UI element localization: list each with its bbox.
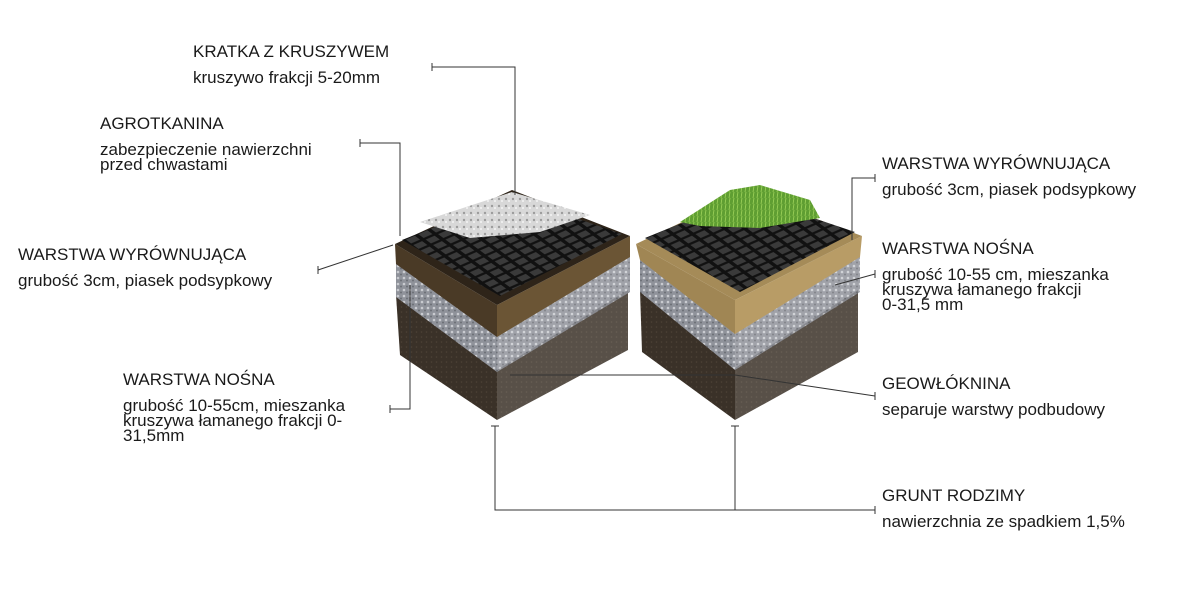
label-title: KRATKA Z KRUSZYWEM [193, 42, 390, 61]
leader-wyrownujaca-right [851, 177, 875, 240]
sand-right-face [497, 236, 630, 337]
label-desc: kruszywo frakcji 5-20mm [193, 68, 381, 87]
label-desc: nawierzchnia ze spadkiem 1,5% [882, 512, 1125, 531]
label-desc: grubość 3cm, piasek podsypkowy [882, 180, 1137, 199]
leader-nosna-right [834, 273, 876, 286]
leader-agrotkanina [360, 142, 401, 236]
label-title: GEOWŁÓKNINA [882, 374, 1011, 393]
label-nosna-right: WARSTWA NOŚNA grubość 10-55 cm, mieszank… [882, 239, 1109, 314]
leader-lines [317, 63, 876, 514]
aggregate-fill [420, 192, 590, 238]
label-nosna-left: WARSTWA NOŚNA grubość 10-55cm, mieszanka… [123, 370, 346, 445]
gravel-right-face [735, 255, 860, 370]
soil-left-face [640, 290, 735, 420]
sand-left-face [636, 244, 735, 334]
label-desc: zabezpieczenie nawierzchni przed chwasta… [100, 140, 312, 174]
soil-right-face [735, 290, 858, 420]
label-title: WARSTWA WYRÓWNUJĄCA [882, 154, 1111, 173]
sand-right-face [735, 236, 862, 334]
label-wyrownujaca-left: WARSTWA WYRÓWNUJĄCA grubość 3cm, piasek … [18, 245, 273, 290]
label-title: WARSTWA NOŚNA [882, 239, 1034, 258]
label-title: WARSTWA WYRÓWNUJĄCA [18, 245, 247, 264]
left-block-gravel-grid [395, 190, 630, 420]
leader-kratka [432, 66, 516, 195]
label-title: WARSTWA NOŚNA [123, 370, 275, 389]
label-kratka: KRATKA Z KRUSZYWEM kruszywo frakcji 5-20… [193, 42, 390, 87]
label-desc: separuje warstwy podbudowy [882, 400, 1106, 419]
label-wyrownujaca-right: WARSTWA WYRÓWNUJĄCA grubość 3cm, piasek … [882, 154, 1137, 199]
label-desc: grubość 10-55cm, mieszanka kruszywa łama… [123, 396, 346, 445]
leader-wyrownujaca-left [317, 244, 394, 271]
right-block-grass-grid [636, 185, 862, 420]
gravel-left-face [396, 262, 497, 372]
label-desc: grubość 3cm, piasek podsypkowy [18, 271, 273, 290]
label-desc: grubość 10-55 cm, mieszanka kruszywa łam… [882, 265, 1109, 314]
grass-turf [680, 185, 820, 228]
sand-left-face [395, 244, 497, 337]
label-geowloknina: GEOWŁÓKNINA separuje warstwy podbudowy [882, 374, 1106, 419]
gravel-right-face [497, 255, 630, 372]
leader-geowloknina [510, 374, 876, 397]
gravel-left-face [640, 258, 735, 370]
soil-right-face [497, 290, 628, 420]
label-agrotkanina: AGROTKANINA zabezpieczenie nawierzchni p… [100, 114, 312, 174]
label-grunt: GRUNT RODZIMY nawierzchnia ze spadkiem 1… [882, 486, 1125, 531]
soil-left-face [396, 295, 497, 420]
label-title: GRUNT RODZIMY [882, 486, 1026, 505]
label-title: AGROTKANINA [100, 114, 224, 133]
leader-grunt [494, 426, 875, 511]
leader-nosna-left [390, 285, 411, 410]
